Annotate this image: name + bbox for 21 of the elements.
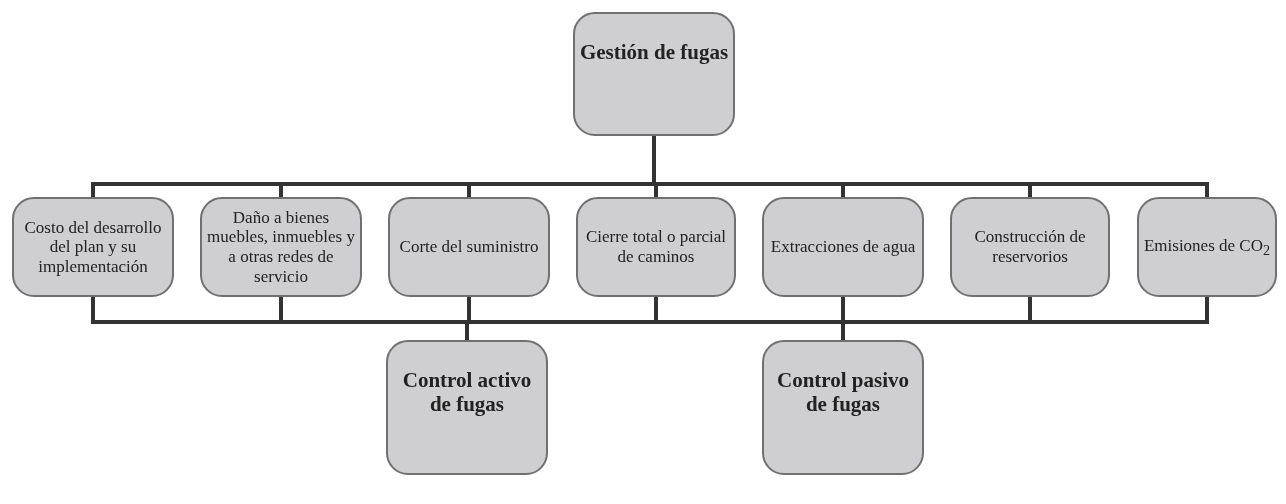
process-box [12, 197, 174, 297]
process-box [388, 197, 550, 297]
box-label: Cierre total o parcial de caminos [584, 227, 728, 267]
box-label: Control activo de fugas [401, 368, 533, 417]
process-box [386, 340, 548, 475]
connector-line [841, 297, 1209, 340]
process-box [1137, 197, 1277, 297]
box-label: Corte del suministro [399, 237, 539, 257]
process-box [762, 340, 924, 475]
box-label: Emisiones de CO$_{2}$ [1143, 235, 1271, 259]
box-label: Control pasivo de fugas [775, 368, 911, 417]
box-label: Extracciones de agua [770, 237, 916, 257]
process-box [950, 197, 1110, 297]
box-label: Costo del desarrollo del plan y su implementación [23, 217, 163, 277]
process-box [576, 197, 736, 297]
process-box [762, 197, 924, 297]
box-label: Gestión de fugas [579, 40, 729, 65]
box-label: Daño a bienes muebles, inmuebles y a otras redes de servicio [206, 207, 356, 287]
box-label: Construcción de reservorios [973, 227, 1087, 267]
process-box [200, 197, 362, 297]
process-box [573, 12, 735, 136]
